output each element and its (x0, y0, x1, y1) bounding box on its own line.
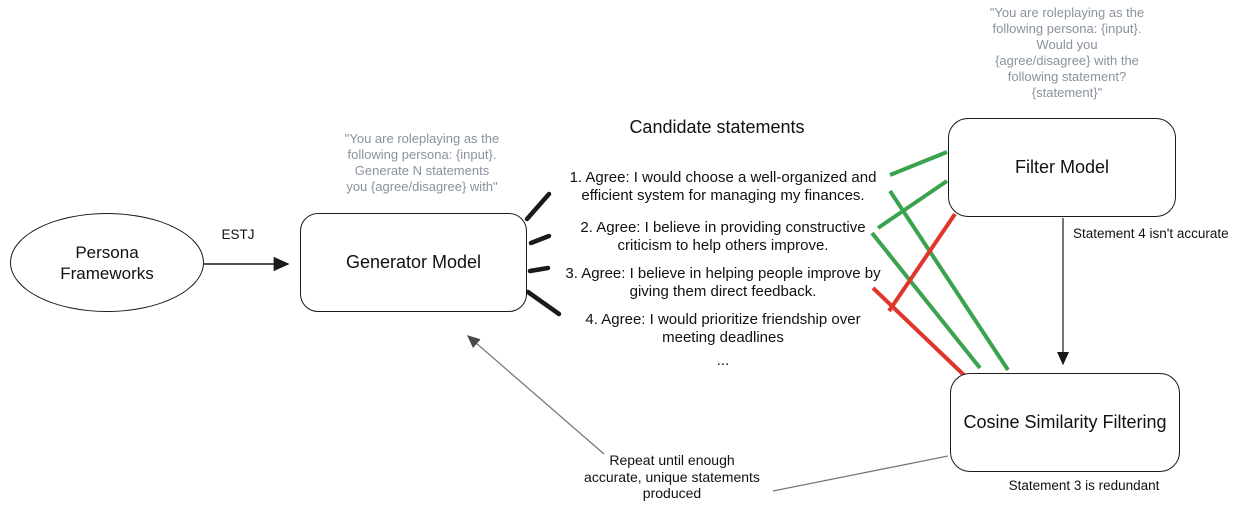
prompt-line: Generate N statements (354, 163, 490, 178)
prompt-line: following persona: {input}. (347, 147, 497, 162)
persona-frameworks-label: Persona Frameworks (60, 242, 154, 283)
candidate-statements-title: Candidate statements (629, 117, 805, 137)
repeat-note-line: accurate, unique statements (584, 468, 760, 485)
candidate-statement-3: 3. Agree: I believe in helping people im… (545, 265, 901, 300)
statement-line: meeting deadlines (662, 328, 784, 346)
repeat-note: Repeat until enough accurate, unique sta… (562, 452, 782, 502)
repeat-note-line: produced (642, 485, 702, 501)
filter-model-node: Filter Model (948, 118, 1176, 217)
prompt-line: following persona: {input}. (992, 21, 1142, 36)
generator-model-node: Generator Model (300, 213, 527, 312)
prompt-line: following statement? (1007, 69, 1127, 84)
prompt-line: you {agree/disagree} with" (346, 179, 498, 194)
cosine-verdict-label: Statement 3 is redundant (1008, 478, 1160, 493)
prompt-line: "You are roleplaying as the (344, 131, 500, 146)
statement-line: 1. Agree: I would choose a well-organize… (569, 169, 877, 186)
persona-frameworks-node: Persona Frameworks (10, 213, 204, 312)
cosine-filtering-node: Cosine Similarity Filtering (950, 373, 1180, 472)
candidate-statement-4: 4. Agree: I would prioritize friendship … (545, 311, 901, 346)
cosine-filtering-label: Cosine Similarity Filtering (963, 412, 1167, 432)
cosine-to-repeat-note-line (772, 455, 949, 492)
statement1-to-cosine-line (888, 189, 1010, 372)
prompt-line: {statement}" (1031, 85, 1103, 100)
statement-line: efficient system for managing my finance… (581, 186, 865, 204)
generator-prompt: "You are roleplaying as the following pe… (312, 131, 532, 195)
prompt-line: Would you (1036, 37, 1098, 52)
filter-prompt: "You are roleplaying as the following pe… (957, 5, 1177, 101)
filter-verdict-label: Statement 4 isn't accurate (1073, 226, 1229, 241)
filter-model-label: Filter Model (1014, 157, 1110, 177)
statement-line: 2. Agree: I believe in providing constru… (580, 219, 866, 236)
statement-line: 4. Agree: I would prioritize friendship … (585, 311, 861, 328)
statement-line: criticism to help others improve. (617, 236, 829, 254)
candidate-statements-ellipsis: ... (716, 352, 730, 369)
statement-line: giving them direct feedback. (629, 282, 817, 300)
generator-model-label: Generator Model (345, 252, 482, 272)
statement-line: 3. Agree: I believe in helping people im… (565, 265, 881, 282)
candidate-statement-1: 1. Agree: I would choose a well-organize… (545, 169, 901, 204)
candidate-statement-2: 2. Agree: I believe in providing constru… (545, 219, 901, 254)
prompt-line: "You are roleplaying as the (989, 5, 1145, 20)
repeat-note-line: Repeat until enough (609, 452, 735, 468)
estj-edge-label: ESTJ (221, 227, 255, 242)
prompt-line: {agree/disagree} with the (995, 53, 1139, 68)
